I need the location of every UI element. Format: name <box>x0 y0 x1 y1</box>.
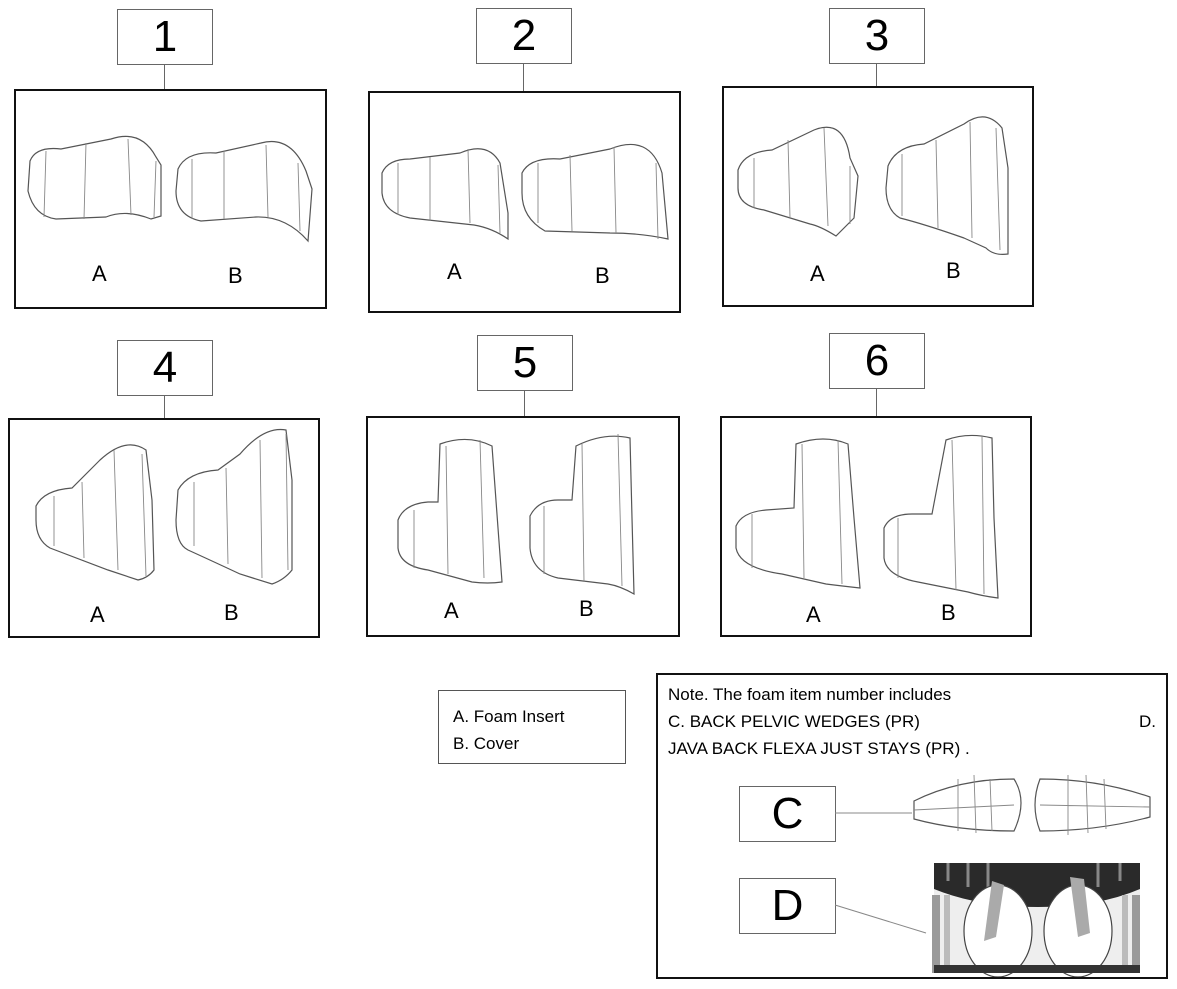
panel-5-drawing <box>397 433 635 596</box>
panel-2-drawing <box>381 143 669 241</box>
panel-6: A B <box>720 416 1032 637</box>
panel-4-number: 4 <box>117 340 213 396</box>
legend-box: A. Foam Insert B. Cover <box>438 690 626 764</box>
connector-line <box>523 63 524 92</box>
connector-line <box>876 63 877 87</box>
panel-1-drawing <box>27 135 313 243</box>
panel-2: A B <box>368 91 681 313</box>
panel-4-drawing <box>35 428 293 585</box>
panel-4-label-a: A <box>90 602 105 627</box>
panel-5-label-a: A <box>444 598 459 623</box>
panel-3-label-a: A <box>810 261 825 286</box>
panel-2-number: 2 <box>476 8 572 64</box>
connector-line <box>164 64 165 90</box>
item-c-label: C <box>739 786 836 842</box>
legend-cover: B. Cover <box>453 734 520 753</box>
connector-line <box>524 390 525 417</box>
connector-line <box>876 388 877 417</box>
panel-4-label-b: B <box>224 600 239 625</box>
panel-5-label-b: B <box>579 596 594 621</box>
panel-3-label-b: B <box>946 258 961 283</box>
panel-1-label-a: A <box>92 261 107 286</box>
flexa-stays-drawing <box>932 863 1140 977</box>
panel-2-label-b: B <box>595 263 610 288</box>
panel-5: A B <box>366 416 680 637</box>
note-box: Note. The foam item number includes C. B… <box>656 673 1168 979</box>
panel-4: A B <box>8 418 320 638</box>
note-line-2: C. BACK PELVIC WEDGES (PR) <box>668 712 920 731</box>
panel-1-label-b: B <box>228 263 243 288</box>
panel-6-label-a: A <box>806 602 821 627</box>
legend-foam-insert: A. Foam Insert <box>453 707 565 726</box>
panel-6-drawing <box>735 434 999 599</box>
pelvic-wedge-drawing <box>913 774 1151 835</box>
panel-3-number: 3 <box>829 8 925 64</box>
panel-2-label-a: A <box>447 259 462 284</box>
panel-1: A B <box>14 89 327 309</box>
panel-3: A B <box>722 86 1034 307</box>
note-line-1: Note. The foam item number includes <box>668 685 952 704</box>
note-line-2-right: D. <box>1139 712 1156 731</box>
note-line-3: JAVA BACK FLEXA JUST STAYS (PR) . <box>668 739 970 758</box>
panel-1-number: 1 <box>117 9 213 65</box>
panel-3-drawing <box>737 116 1009 255</box>
panel-5-number: 5 <box>477 335 573 391</box>
panel-6-number: 6 <box>829 333 925 389</box>
note-drawings <box>834 774 1151 977</box>
item-d-label: D <box>739 878 836 934</box>
connector-line <box>164 395 165 419</box>
panel-6-label-b: B <box>941 600 956 625</box>
